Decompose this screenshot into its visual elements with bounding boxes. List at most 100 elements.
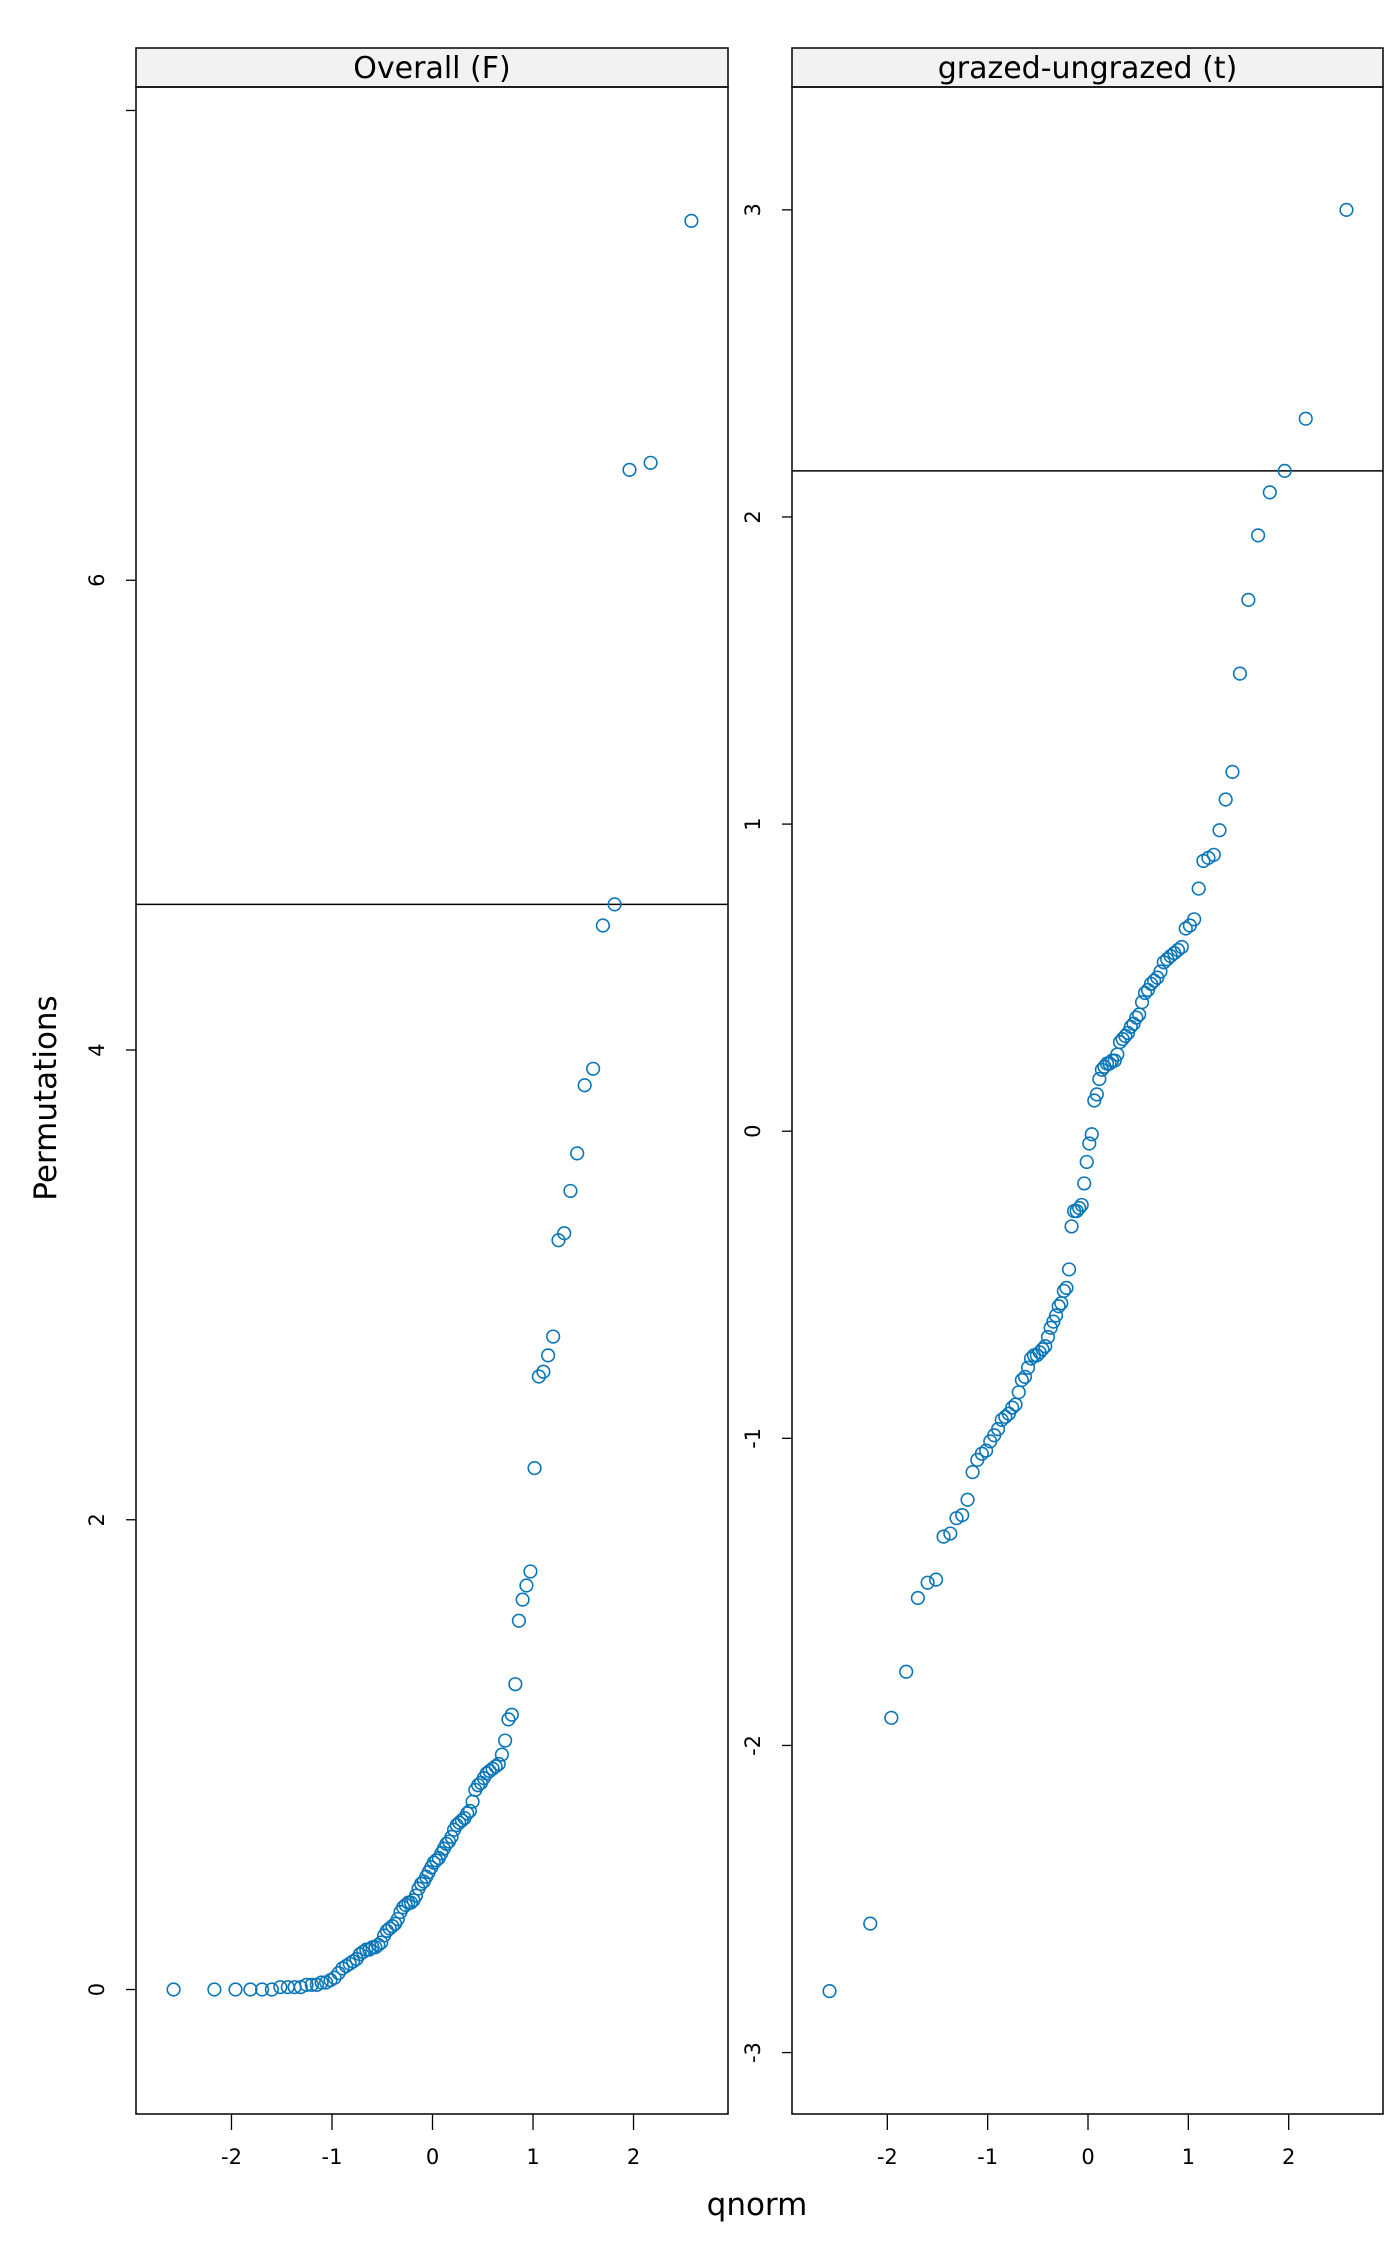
data-point (863, 1916, 878, 1931)
y-tick-label: 4 (85, 1043, 109, 1056)
data-point (936, 1529, 951, 1544)
data-point (979, 1443, 994, 1458)
data-point (1059, 1280, 1074, 1295)
data-point (1074, 1197, 1089, 1213)
data-point (462, 1803, 477, 1819)
data-point (515, 1592, 530, 1607)
data-point (1051, 1299, 1066, 1314)
y-tick-label: -3 (741, 2042, 765, 2063)
data-point (1079, 1154, 1094, 1170)
data-point (1191, 881, 1206, 896)
data-point (1178, 921, 1193, 936)
data-point (1072, 1200, 1087, 1216)
data-point (414, 1876, 429, 1891)
data-point (1339, 202, 1354, 217)
data-point (460, 1806, 475, 1821)
data-point (974, 1446, 989, 1461)
data-point (899, 1664, 914, 1679)
data-point (1040, 1329, 1056, 1345)
y-tick-label: 0 (741, 1125, 765, 1138)
strip-title: grazed-ungrazed (t) (938, 51, 1238, 86)
data-point (454, 1813, 469, 1828)
data-point (570, 1146, 585, 1161)
strip-background (135, 47, 729, 88)
data-point (304, 1977, 319, 1992)
data-point (494, 1747, 509, 1762)
x-tick-label: -2 (877, 2145, 898, 2169)
data-point (426, 1855, 441, 1870)
data-point (243, 1982, 258, 1997)
data-point (335, 1961, 350, 1976)
data-point (1048, 1308, 1064, 1323)
data-point (1206, 847, 1221, 862)
data-point (563, 1183, 578, 1199)
data-point (541, 1348, 556, 1363)
data-point (1129, 1010, 1144, 1025)
data-point (1277, 463, 1292, 479)
y-axis-title: Permutations (28, 995, 64, 1200)
data-point (1174, 939, 1189, 955)
data-point (1046, 1314, 1061, 1329)
data-point (955, 1508, 970, 1523)
data-point (586, 1061, 601, 1076)
x-tick-label: -2 (221, 2145, 242, 2169)
data-point (166, 1982, 181, 1997)
data-point (928, 1572, 944, 1587)
data-point (403, 1895, 419, 1910)
data-point (943, 1526, 958, 1541)
data-point (960, 1492, 975, 1507)
data-point (314, 1975, 329, 1990)
data-point (965, 1465, 980, 1480)
data-point (531, 1369, 546, 1384)
data-point (1225, 764, 1240, 779)
x-tick-label: 2 (1282, 2145, 1295, 2169)
data-point (385, 1918, 400, 1934)
strip-title: Overall (F) (353, 51, 510, 86)
data-point (1064, 1219, 1079, 1234)
data-point (595, 918, 611, 933)
data-point (331, 1965, 346, 1981)
data-point (1077, 1176, 1092, 1191)
data-point (498, 1733, 513, 1748)
x-tick-label: 2 (627, 2145, 640, 2169)
y-tick-label: 2 (741, 510, 765, 523)
data-point (990, 1422, 1006, 1437)
data-point (1089, 1087, 1104, 1102)
data-point (508, 1677, 523, 1692)
data-point (299, 1977, 314, 1992)
data-point (1084, 1127, 1099, 1142)
data-point (1262, 485, 1277, 500)
data-point (1187, 912, 1202, 927)
data-point (1038, 1339, 1053, 1354)
data-point (327, 1970, 342, 1985)
data-point (1218, 792, 1233, 807)
data-point (228, 1982, 243, 1997)
data-point (998, 1409, 1013, 1424)
data-point (557, 1226, 572, 1241)
data-point (643, 455, 658, 470)
y-tick-label: -1 (741, 1428, 765, 1449)
data-point (536, 1364, 551, 1379)
data-point (504, 1707, 519, 1722)
data-point (1134, 995, 1150, 1010)
data-point (1153, 964, 1168, 979)
data-point (1298, 411, 1313, 426)
x-tick-label: -1 (977, 2145, 998, 2169)
data-point (396, 1900, 411, 1915)
data-point (822, 1984, 837, 1999)
data-point (1035, 1342, 1050, 1357)
data-point (452, 1815, 467, 1830)
data-point (339, 1958, 354, 1974)
data-point (429, 1853, 444, 1868)
data-point (1212, 823, 1227, 838)
data-point (607, 897, 622, 912)
data-point (527, 1460, 542, 1476)
y-tick-label: -2 (741, 1735, 765, 1756)
data-point (1092, 1071, 1107, 1087)
data-point (439, 1836, 454, 1851)
data-point (1251, 528, 1266, 543)
